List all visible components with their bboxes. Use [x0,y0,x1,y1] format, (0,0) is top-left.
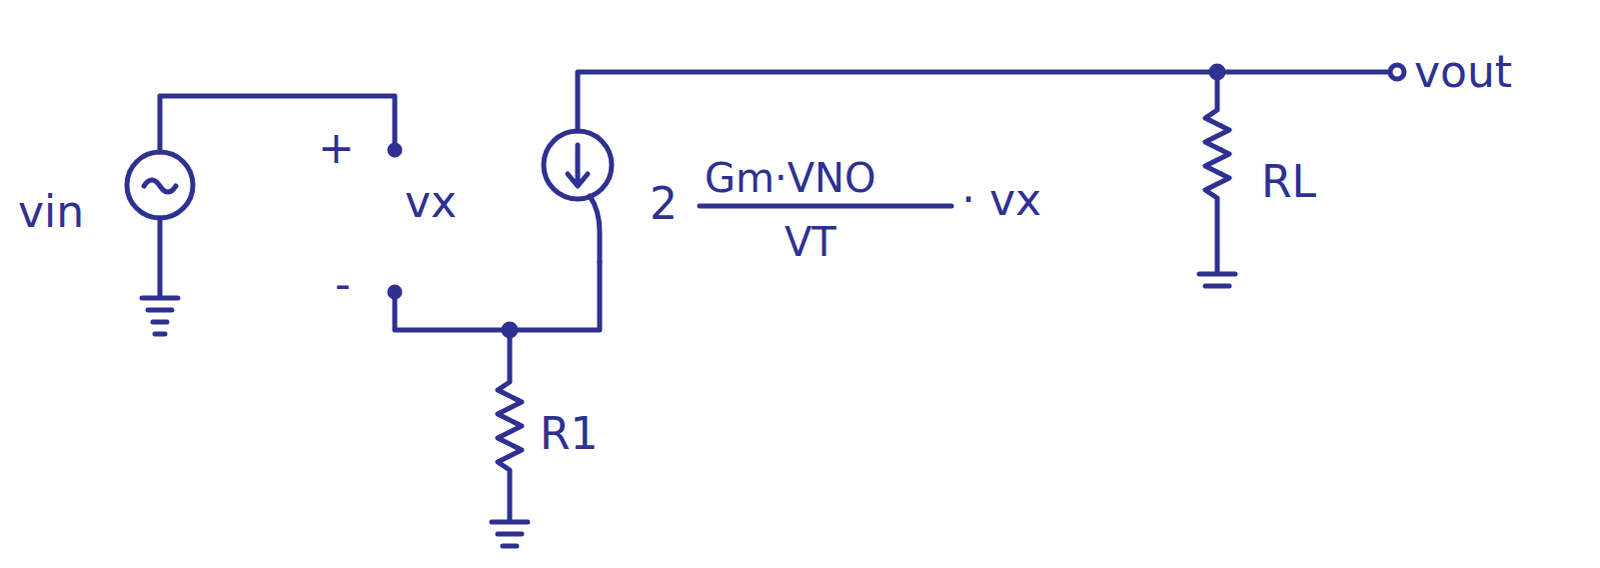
wire [159,95,395,152]
terminal-dot [389,144,400,155]
signal-name: vin [17,189,84,234]
resistor-symbol [1205,71,1230,272]
gain-numerator: Gm·VNO [704,157,876,198]
wire [394,261,600,330]
signal-name: vx [404,179,457,224]
voltage-source-symbol [126,151,193,218]
gain-denominator: VT [784,221,837,262]
ground-symbol [1199,273,1236,286]
resistor-symbol [497,329,522,520]
polarity-sign: - [334,261,351,306]
signal-name: vout [1414,49,1513,94]
wire [157,217,163,296]
polarity-sign: + [317,125,355,170]
gain-factor: 2 [649,181,678,226]
wire [577,71,1390,131]
signal-name: · vx [961,177,1042,222]
current-source-symbol [543,130,612,199]
output-terminal [1390,64,1405,79]
fraction-bar [699,203,952,209]
ground-symbol [141,297,178,334]
wire [589,195,600,262]
ground-symbol [491,521,528,546]
component-label: R1 [539,411,599,456]
component-label: RL [1261,159,1317,204]
